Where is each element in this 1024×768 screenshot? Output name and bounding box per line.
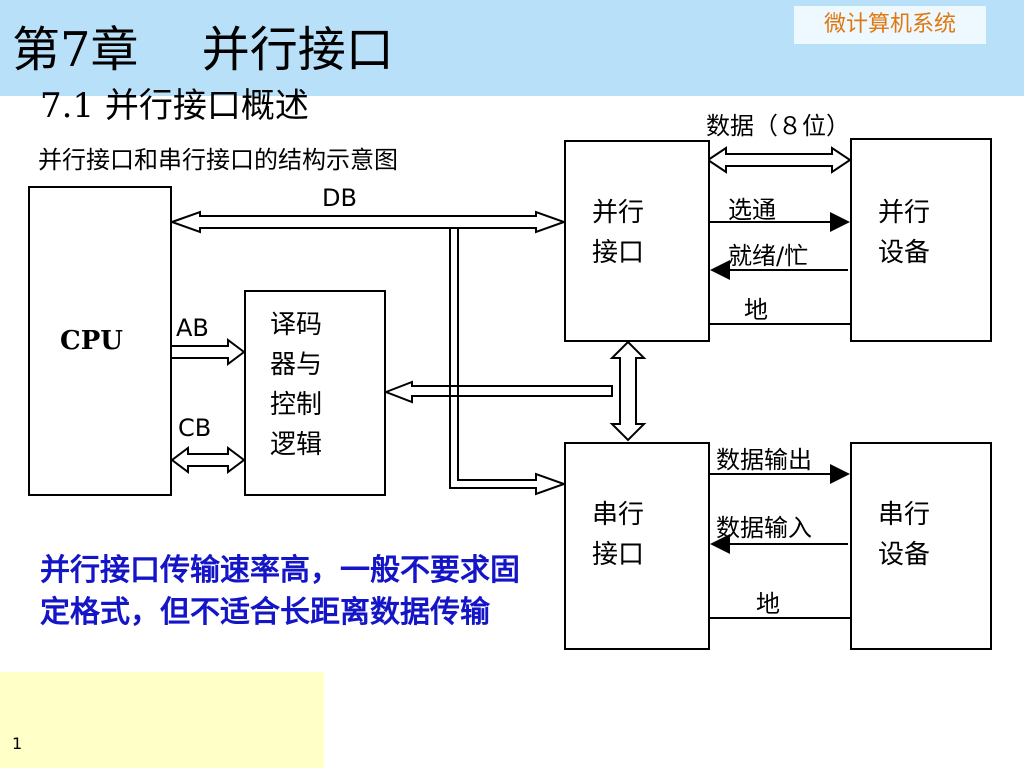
decoder-label-line3: 控制 xyxy=(270,390,323,420)
parallel-data-arrow xyxy=(706,146,852,174)
cpu-box: CPU xyxy=(28,186,172,496)
decoder-label-line4: 逻辑 xyxy=(270,430,323,460)
interface-link-arrow xyxy=(609,340,647,442)
serial-device-line1: 串行 xyxy=(878,500,931,530)
serial-interface-line2: 接口 xyxy=(592,540,645,570)
cpu-label: CPU xyxy=(60,326,123,356)
strobe-label: 选通 xyxy=(728,196,776,224)
ab-label: AB xyxy=(176,314,209,342)
chapter-title: 第7章 并行接口 xyxy=(12,22,394,78)
decoder-label-line1: 译码 xyxy=(270,310,323,340)
footer-accent-block xyxy=(0,672,324,768)
decoder-label-line2: 器与 xyxy=(270,350,323,380)
summary-note: 并行接口传输速率高，一般不要求固定格式，但不适合长距离数据传输 xyxy=(40,553,520,630)
ready-busy-label: 就绪/忙 xyxy=(728,242,809,270)
section-title: 7.1 并行接口概述 xyxy=(40,86,309,126)
serial-interface-line1: 串行 xyxy=(592,500,645,530)
serial-ground-label: 地 xyxy=(756,590,780,618)
parallel-ground-label: 地 xyxy=(744,296,768,324)
db-branch-to-serial xyxy=(449,228,567,496)
course-tag: 微计算机系统 xyxy=(794,6,986,44)
parallel-device-line1: 并行 xyxy=(878,198,931,228)
parallel-interface-box: 并行 接口 xyxy=(564,140,710,342)
parallel-device-box: 并行 设备 xyxy=(850,138,992,342)
db-bus-arrow xyxy=(169,210,567,234)
decoder-box: 译码 器与 控制 逻辑 xyxy=(244,290,386,496)
serial-device-box: 串行 设备 xyxy=(850,442,992,650)
serial-device-line2: 设备 xyxy=(878,540,931,570)
data-out-label: 数据输出 xyxy=(716,446,812,474)
parallel-data-label: 数据（８位） xyxy=(706,112,850,140)
serial-interface-box: 串行 接口 xyxy=(564,442,710,650)
ab-bus-arrow xyxy=(172,338,246,366)
cb-bus-arrow xyxy=(170,446,246,474)
data-in-label: 数据输入 xyxy=(716,514,812,542)
decoder-control-arrow xyxy=(383,380,613,404)
db-label: DB xyxy=(322,184,357,212)
parallel-interface-line1: 并行 xyxy=(592,198,645,228)
cb-label: CB xyxy=(178,414,212,442)
parallel-interface-line2: 接口 xyxy=(592,238,645,268)
page-number: 1 xyxy=(12,734,23,753)
diagram-caption: 并行接口和串行接口的结构示意图 xyxy=(38,146,398,174)
parallel-device-line2: 设备 xyxy=(878,238,931,268)
